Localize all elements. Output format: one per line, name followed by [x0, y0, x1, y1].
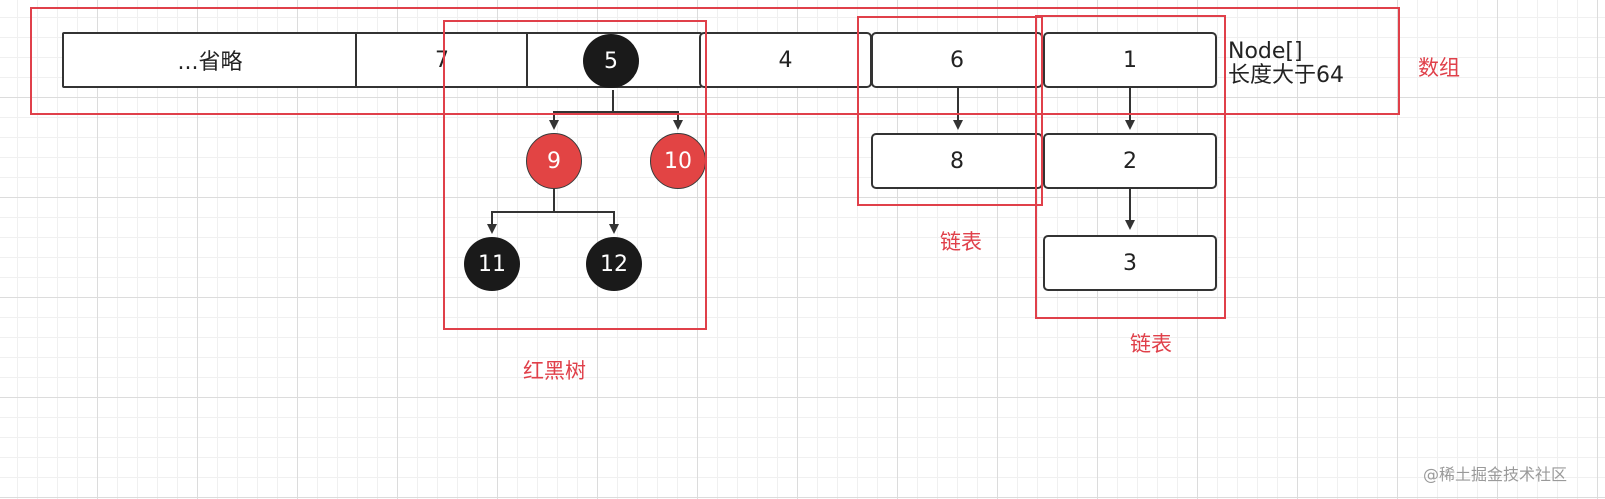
- tree-node-root: 5: [583, 34, 639, 88]
- edge-root-to-10: [613, 111, 683, 130]
- list-a-node-8: 8: [871, 133, 1043, 189]
- tree-frame: [443, 20, 707, 330]
- tree-node-11: 11: [464, 237, 520, 291]
- edge-9-to-12: [554, 211, 619, 234]
- array-cell-1: 1: [1043, 32, 1217, 88]
- array-caption: 数组: [1418, 56, 1460, 80]
- array-cell-ellipsis: ...省略: [62, 32, 358, 88]
- list-b-node-2: 2: [1043, 133, 1217, 189]
- watermark-text: @稀土掘金技术社区: [1422, 465, 1567, 484]
- tree-node-12: 12: [586, 237, 642, 291]
- array-cell-label: 7: [435, 47, 449, 73]
- list-node-label: 3: [1123, 250, 1137, 276]
- array-cell-7: 7: [355, 32, 529, 88]
- list-b-caption: 链表: [1130, 332, 1172, 356]
- array-cell-label: 4: [778, 47, 793, 73]
- array-type-label: Node[]: [1228, 39, 1303, 64]
- edge-root-to-9: [549, 90, 614, 130]
- array-cell-label: 1: [1123, 47, 1137, 73]
- list-a-frame: [857, 16, 1043, 206]
- tree-node-9: 9: [526, 133, 582, 189]
- array-cell-label: ...省略: [177, 50, 243, 75]
- list-node-label: 8: [950, 148, 964, 174]
- tree-node-label: 9: [547, 148, 561, 174]
- list-a-caption: 链表: [940, 230, 982, 254]
- array-frame: [30, 7, 1400, 115]
- tree-node-label: 10: [664, 148, 692, 174]
- list-b-frame: [1035, 15, 1226, 319]
- array-cell-6: 6: [871, 32, 1043, 88]
- list-b-node-3: 3: [1043, 235, 1217, 291]
- array-cell-4: 4: [699, 32, 872, 88]
- array-cell-label: 6: [950, 47, 964, 73]
- tree-node-label: 11: [478, 251, 506, 277]
- tree-caption: 红黑树: [523, 359, 586, 383]
- edge-9-to-11: [487, 188, 555, 234]
- tree-node-10: 10: [650, 133, 706, 189]
- tree-node-label: 5: [604, 48, 618, 74]
- array-length-label: 长度大于64: [1228, 63, 1344, 88]
- list-node-label: 2: [1123, 148, 1137, 174]
- tree-node-label: 12: [600, 251, 628, 277]
